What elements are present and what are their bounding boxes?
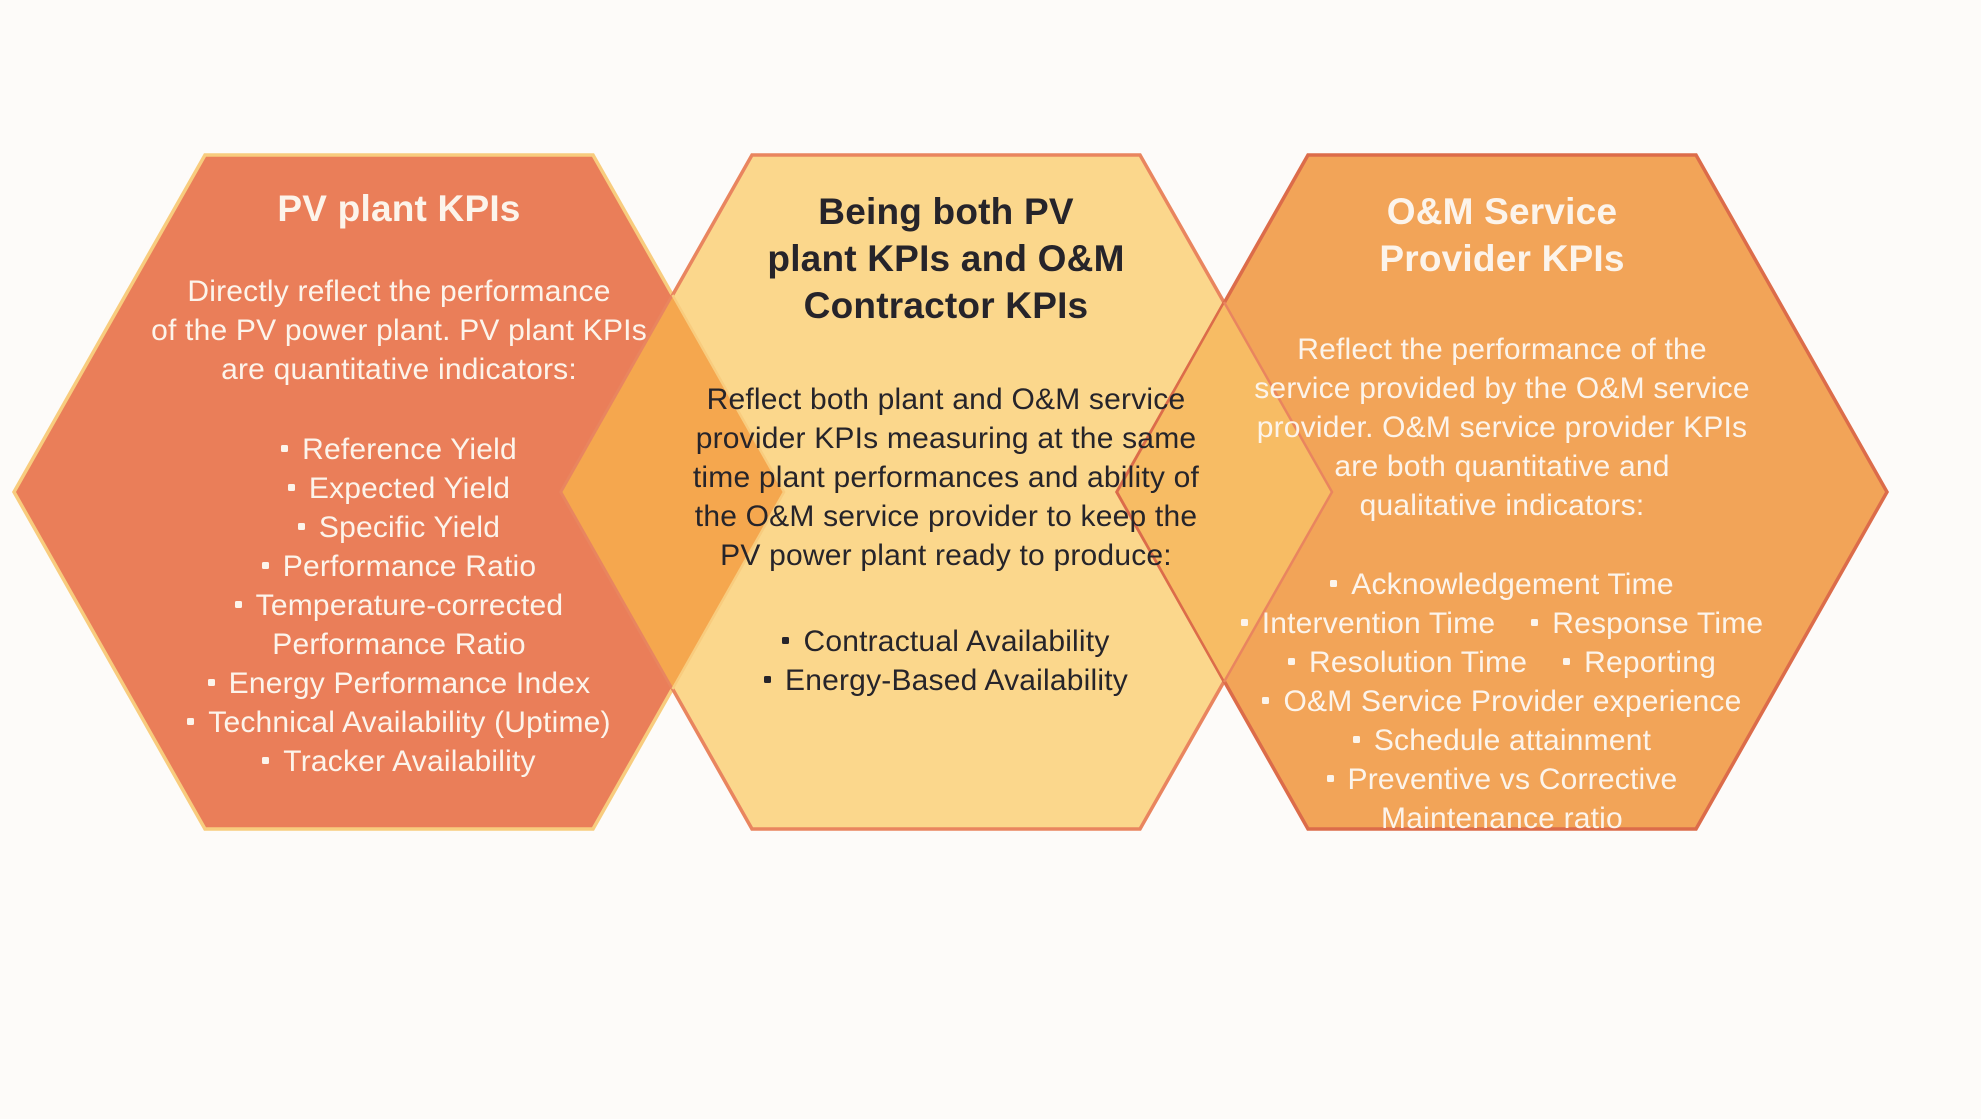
bullet-line: Temperature-corrected xyxy=(99,586,699,625)
om-provider-kpis-body: Reflect the performance of the service p… xyxy=(1254,333,1750,522)
bullet-text: Energy-Based Availability xyxy=(785,664,1128,697)
bullet-line: Schedule attainment xyxy=(1182,721,1822,760)
bullet-line: Energy Performance Index xyxy=(99,664,699,703)
bullet-line: Maintenance ratio xyxy=(1182,799,1822,838)
bullet-dot-icon xyxy=(1262,697,1270,705)
bullet-dot-icon xyxy=(287,484,295,492)
pv-plant-kpis-body: Directly reflect the performance of the … xyxy=(151,275,647,386)
bullet-dot-icon xyxy=(1563,658,1571,666)
bullet-line: O&M Service Provider experience xyxy=(1182,682,1822,721)
bullet-text: Specific Yield xyxy=(318,511,501,544)
om-provider-kpis-title: O&M Service Provider KPIs xyxy=(1379,191,1625,279)
overlap-pv-both-left-edge xyxy=(559,294,674,690)
bullet-dot-icon xyxy=(187,718,195,726)
hexagon-om-provider-shape xyxy=(1114,153,1890,831)
bullet-text: Tracker Availability xyxy=(283,745,536,778)
overlap-both-om-left-edge xyxy=(1115,301,1226,683)
bullet-text: Schedule attainment xyxy=(1373,724,1652,757)
bullet-text: Acknowledgement Time xyxy=(1351,568,1674,601)
bullet-dot-icon xyxy=(297,523,305,531)
bullet-text: Performance Ratio xyxy=(282,550,537,583)
bullet-text: Technical Availability (Uptime) xyxy=(208,706,611,739)
bullet-line: Specific Yield xyxy=(99,508,699,547)
bullet-dot-icon xyxy=(1352,736,1360,744)
bullet-text: Energy Performance Index xyxy=(228,667,591,700)
om-provider-kpis-description: Reflect the performance of the service p… xyxy=(1172,330,1832,525)
bullet-dot-icon xyxy=(1330,580,1338,588)
bullet-line: Expected Yield xyxy=(99,469,699,508)
both-kpis-title: Being both PV plant KPIs and O&M Contrac… xyxy=(767,191,1125,326)
om-provider-kpis-panel: O&M Service Provider KPIs xyxy=(1182,188,1822,282)
bullet-dot-icon xyxy=(1240,619,1248,627)
bullet-dot-icon xyxy=(764,676,772,684)
bullet-text: Reference Yield xyxy=(302,433,517,466)
overlap-pv-both-right-edge xyxy=(671,294,786,690)
bullet-line: Resolution Time Reporting xyxy=(1182,643,1822,682)
bullet-text: Reporting xyxy=(1584,646,1716,679)
bullet-text: O&M Service Provider experience xyxy=(1283,685,1742,718)
bullet-dot-icon xyxy=(1531,619,1539,627)
bullet-line: Performance Ratio xyxy=(99,547,699,586)
bullet-line: Performance Ratio xyxy=(99,625,699,664)
both-kpis-panel: Being both PV plant KPIs and O&M Contrac… xyxy=(626,188,1266,329)
pv-plant-kpis-description: Directly reflect the performance of the … xyxy=(99,272,699,389)
bullet-line: Intervention Time Response Time xyxy=(1182,604,1822,643)
both-kpis-body: Reflect both plant and O&M service provi… xyxy=(692,383,1200,572)
overlap-both-om-right-edge xyxy=(1222,301,1334,683)
bullet-line: Acknowledgement Time xyxy=(1182,565,1822,604)
bullet-dot-icon xyxy=(1288,658,1295,666)
bullet-text: Maintenance ratio xyxy=(1381,802,1623,835)
bullet-text: Temperature-corrected xyxy=(255,589,564,622)
pv-plant-kpis-panel: PV plant KPIs xyxy=(99,185,699,232)
bullet-dot-icon xyxy=(1326,775,1334,783)
bullet-text: Response Time xyxy=(1552,607,1764,640)
bullet-text: Contractual Availability xyxy=(803,625,1110,658)
bullet-dot-icon xyxy=(782,637,790,645)
bullet-dot-icon xyxy=(234,601,242,609)
bullet-line: Contractual Availability xyxy=(626,622,1266,661)
bullet-dot-icon xyxy=(262,757,270,765)
both-kpis-description: Reflect both plant and O&M service provi… xyxy=(616,380,1276,575)
bullet-dot-icon xyxy=(207,679,215,687)
bullet-line: Energy-Based Availability xyxy=(626,661,1266,700)
bullet-text: Resolution Time xyxy=(1309,646,1528,679)
bullet-text: Intervention Time xyxy=(1261,607,1496,640)
bullet-line: Tracker Availability xyxy=(99,742,699,781)
bullet-line: Reference Yield xyxy=(99,430,699,469)
bullet-dot-icon xyxy=(281,445,289,453)
bullet-line: Preventive vs Corrective xyxy=(1182,760,1822,799)
bullet-dot-icon xyxy=(261,562,269,570)
pv-plant-kpis-title: PV plant KPIs xyxy=(277,188,521,229)
bullet-text: Preventive vs Corrective xyxy=(1347,763,1678,796)
bullet-line: Technical Availability (Uptime) xyxy=(99,703,699,742)
bullet-text: Performance Ratio xyxy=(272,628,526,661)
bullet-text: Expected Yield xyxy=(308,472,511,505)
